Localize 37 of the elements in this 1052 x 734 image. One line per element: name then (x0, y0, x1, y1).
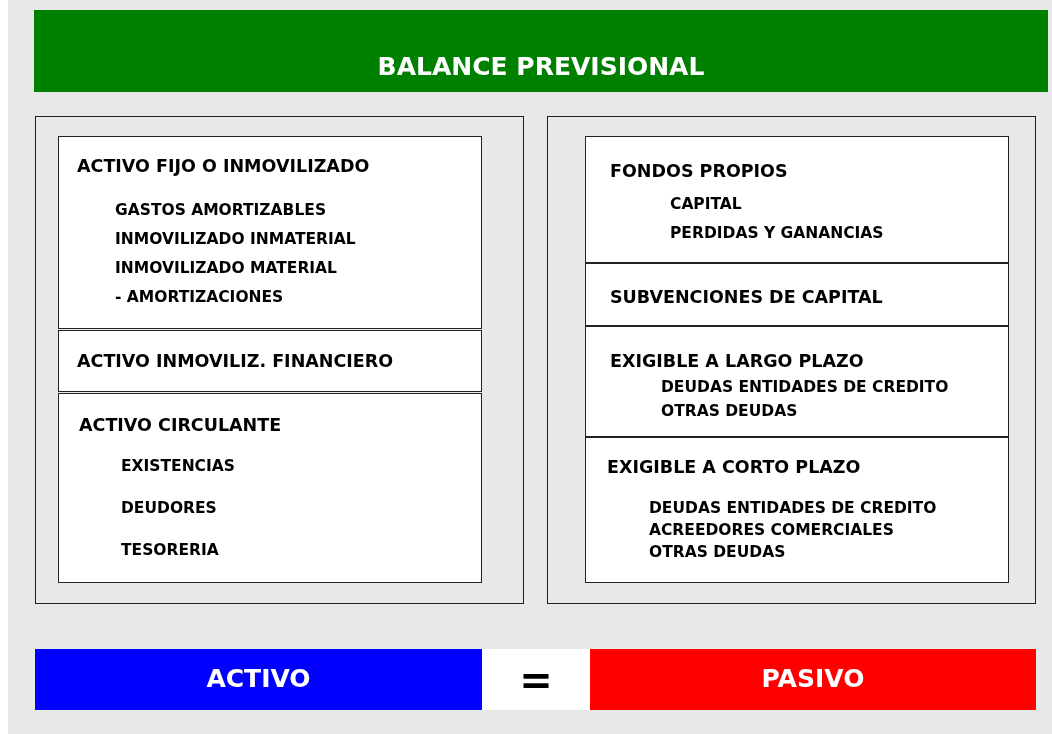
line-item: DEUDORES (121, 498, 217, 519)
line-item: INMOVILIZADO MATERIAL (115, 258, 337, 279)
line-item: INMOVILIZADO INMATERIAL (115, 229, 356, 250)
section-heading: ACTIVO FIJO O INMOVILIZADO (77, 155, 370, 177)
section-box (58, 136, 482, 329)
section-heading: EXIGIBLE A CORTO PLAZO (607, 456, 861, 478)
line-item: EXISTENCIAS (121, 456, 235, 477)
total-label: ACTIVO (205, 664, 312, 694)
line-item: OTRAS DEUDAS (649, 542, 786, 563)
section-heading: EXIGIBLE A LARGO PLAZO (610, 350, 864, 372)
title-band (34, 10, 1048, 92)
section-box (58, 330, 482, 392)
title: BALANCE PREVISIONAL (376, 52, 706, 82)
line-item: GASTOS AMORTIZABLES (115, 200, 327, 221)
section-box (585, 263, 1009, 326)
section-box (585, 136, 1009, 263)
line-item: DEUDAS ENTIDADES DE CREDITO (661, 377, 949, 398)
equals-sign: = (518, 657, 554, 703)
total-bar (590, 649, 1036, 710)
line-item: ACREEDORES COMERCIALES (649, 520, 894, 541)
section-heading: ACTIVO CIRCULANTE (79, 414, 282, 436)
section-heading: ACTIVO INMOVILIZ. FINANCIERO (77, 350, 394, 372)
total-label: PASIVO (760, 664, 866, 694)
panel (547, 116, 1036, 604)
line-item: PERDIDAS Y GANANCIAS (670, 223, 884, 244)
section-heading: SUBVENCIONES DE CAPITAL (610, 286, 883, 308)
section-box (585, 326, 1009, 437)
section-box (58, 393, 482, 583)
line-item: TESORERIA (121, 540, 219, 561)
section-box (585, 437, 1009, 583)
total-bar (35, 649, 482, 710)
line-item: OTRAS DEUDAS (661, 401, 798, 422)
section-heading: FONDOS PROPIOS (610, 160, 788, 182)
panel (35, 116, 524, 604)
line-item: CAPITAL (670, 194, 742, 215)
line-item: DEUDAS ENTIDADES DE CREDITO (649, 498, 937, 519)
line-item: - AMORTIZACIONES (115, 287, 284, 308)
